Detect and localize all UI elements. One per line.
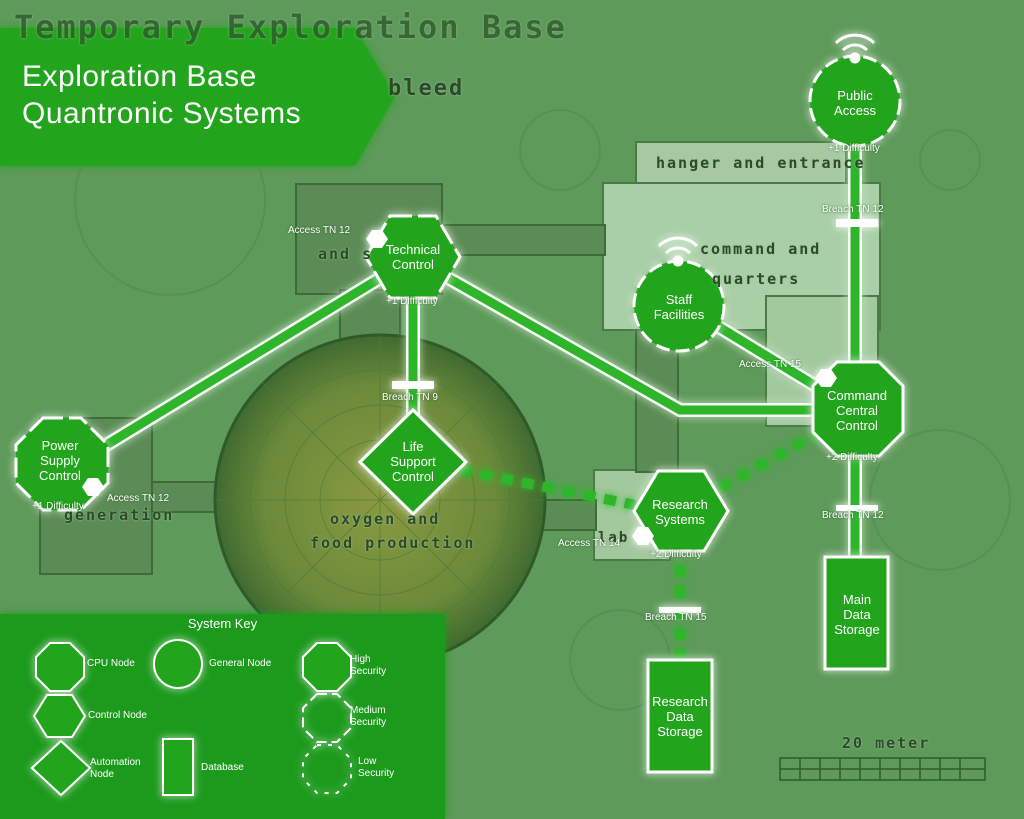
breach-marker-public: [836, 219, 878, 227]
access-port-power: [82, 478, 104, 496]
node-label-technical-control: Technical Control: [385, 242, 441, 272]
life-support-control-node[interactable]: [357, 407, 469, 517]
breach-marker-life: [392, 381, 434, 389]
command-central-control-node[interactable]: [811, 360, 905, 458]
page-title: Exploration Base Quantronic Systems: [22, 60, 302, 130]
annotation-research-access: Access TN 14: [558, 538, 621, 549]
map-label-top: Temporary Exploration Base: [14, 8, 567, 46]
map-label-scale: 20 meter: [842, 734, 931, 752]
annotation-research-breach: Breach TN 15: [645, 612, 707, 623]
map-label-oxygen-2: food production: [310, 534, 476, 552]
dome-lattice: [215, 335, 545, 665]
annotation-staff-access: Access TN 15: [739, 359, 802, 370]
access-port-command: [815, 369, 837, 387]
map-label-lab: lab: [598, 530, 630, 546]
node-label-main-data-storage: Main Data Storage: [834, 592, 880, 637]
key-automation-symbol: [30, 739, 92, 797]
annotation-technical-difficulty: +1 Difficulty: [386, 296, 438, 307]
base-structures: [39, 141, 986, 781]
breach-marker-research: [659, 607, 701, 613]
key-label-general: General Node: [209, 658, 272, 669]
map-label-sub: bleed: [388, 76, 465, 101]
system-key-title: System Key: [187, 616, 258, 631]
key-label-control: Control Node: [88, 710, 147, 721]
key-cpu-symbol: [35, 642, 85, 692]
research-systems-node[interactable]: [632, 469, 730, 553]
corridor-left: [149, 481, 227, 513]
map-label-command-1: command and: [700, 240, 822, 258]
key-database-symbol: [162, 738, 194, 796]
map-label-command-2: quarters: [712, 270, 801, 288]
node-label-staff-facilities: Staff Facilities: [653, 292, 705, 322]
node-label-power-supply-control: Power Supply Control: [39, 438, 81, 483]
key-label-low: Low Security: [358, 756, 395, 779]
annotation-public-breach: Breach TN 12: [822, 204, 884, 215]
key-label-cpu: CPU Node: [87, 658, 135, 669]
main-data-storage-node[interactable]: [823, 555, 890, 671]
hanger-building: [635, 141, 847, 188]
scale-bar: [779, 757, 986, 781]
map-label-hanger: hanger and entrance: [656, 154, 866, 172]
map-label-generation: generation: [64, 506, 175, 524]
technical-control-node[interactable]: [364, 214, 462, 300]
corridor-top: [439, 224, 606, 256]
key-label-automation: Automation Node: [90, 757, 141, 780]
node-label-command-central-control: Command Central Control: [827, 388, 887, 433]
research-data-storage-node[interactable]: [646, 658, 714, 774]
access-port-technical: [366, 230, 388, 248]
key-low-symbol: [302, 744, 352, 794]
annotation-research-difficulty: +2 Difficulty: [650, 549, 702, 560]
annotation-command-difficulty: +2 Difficulty: [826, 452, 878, 463]
title-banner: [0, 28, 395, 166]
annotation-power-difficulty: +1 Difficulty: [32, 501, 84, 512]
key-label-database: Database: [201, 762, 244, 773]
key-label-high: High Security: [350, 654, 387, 677]
key-general-symbol: [153, 639, 203, 689]
wireless-icon: [657, 236, 699, 267]
node-label-research-data-storage: Research Data Storage: [652, 694, 708, 739]
key-symbols: [30, 639, 352, 797]
key-label-medium: Medium Security: [350, 705, 387, 728]
map-label-oxygen-1: oxygen and: [330, 510, 441, 528]
node-label-life-support-control: Life Support Control: [390, 439, 436, 484]
annotation-technical-access: Access TN 12: [288, 225, 351, 236]
annotation-command-breach: Breach TN 12: [822, 510, 884, 521]
map-label-technical: and s: [318, 245, 374, 263]
key-control-symbol: [32, 694, 87, 738]
annotation-power-access: Access TN 12: [107, 493, 170, 504]
node-label-public-access: Public Access: [834, 88, 876, 118]
wireless-icon: [834, 33, 876, 64]
nodes: [14, 33, 905, 774]
annotation-life-breach: Breach TN 9: [382, 392, 438, 403]
annotation-public-difficulty: +1 Difficulty: [828, 143, 880, 154]
key-medium-symbol: [302, 693, 352, 743]
access-port-research: [632, 527, 654, 545]
key-high-symbol: [302, 642, 352, 692]
node-label-research-systems: Research Systems: [652, 497, 708, 527]
breach-marker-command: [836, 505, 878, 511]
